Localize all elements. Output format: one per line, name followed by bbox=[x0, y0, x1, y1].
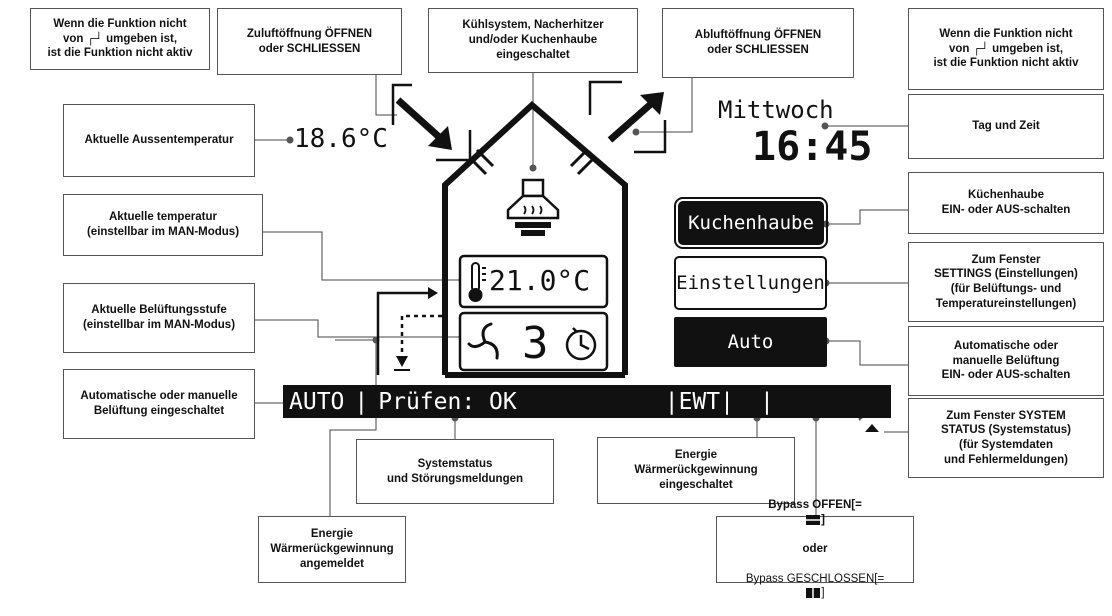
day-display: Mittwoch bbox=[718, 96, 834, 124]
exhaust-arrow-icon bbox=[588, 80, 667, 154]
settings-button[interactable]: Einstellungen bbox=[674, 256, 827, 310]
bypass-open-icon bbox=[806, 514, 821, 525]
status-separator-2: | bbox=[759, 388, 774, 415]
callout-bypass: Bypass OFFEN[= ] oder Bypass GESCHLOSSEN… bbox=[716, 499, 914, 599]
bypass-icon[interactable] bbox=[736, 392, 841, 435]
diagram-stage: 18.6°C Mittwoch 16:45 21.0°C 3 Kuchenhau… bbox=[30, 8, 1104, 599]
outside-temp-display: 18.6°C bbox=[294, 124, 388, 154]
flow-indicator bbox=[376, 291, 445, 375]
thermometer-icon bbox=[468, 262, 486, 302]
temperature-frame bbox=[458, 254, 609, 309]
bypass-closed-icon bbox=[806, 588, 821, 599]
status-bar: AUTO | Prüfen: OK |EWT| | bbox=[283, 385, 891, 438]
kitchen-hood-button[interactable]: Kuchenhaube bbox=[674, 197, 828, 249]
supply-arrow-icon bbox=[391, 83, 472, 162]
line-current-temp bbox=[263, 231, 460, 281]
line-auto-switch bbox=[827, 340, 908, 366]
callout-outside-temp: Aktuelle Aussentemperatur bbox=[63, 104, 255, 177]
callout-vent-level: Aktuelle Belüftungsstufe(einstellbar im … bbox=[63, 283, 255, 353]
fan-icon bbox=[467, 322, 499, 360]
system-status-icon[interactable] bbox=[776, 391, 884, 438]
room-temp-display[interactable]: 21.0°C bbox=[489, 264, 591, 297]
check-status[interactable]: Prüfen: OK bbox=[378, 388, 517, 415]
line-energy-reg bbox=[329, 339, 377, 516]
mode-status[interactable]: AUTO bbox=[289, 388, 345, 415]
auto-button[interactable]: Auto bbox=[674, 317, 827, 367]
house-outline bbox=[442, 100, 628, 378]
callout-day-time: Tag und Zeit bbox=[908, 94, 1104, 159]
ewt-indicator: |EWT| bbox=[664, 388, 734, 415]
line-exhaust bbox=[640, 78, 693, 133]
kitchen-hood-icon bbox=[506, 178, 560, 236]
connector-layer bbox=[253, 73, 908, 516]
line-supply bbox=[375, 75, 397, 116]
line-vent-level bbox=[255, 319, 460, 338]
time-display: 16:45 bbox=[752, 124, 873, 170]
callout-current-temp: Aktuelle temperatur(einstellbar im MAN-M… bbox=[63, 194, 263, 256]
timer-icon bbox=[565, 327, 597, 361]
status-separator: | bbox=[354, 388, 369, 415]
line-kitchen bbox=[827, 209, 908, 225]
fan-level-display[interactable]: 3 bbox=[522, 318, 549, 369]
